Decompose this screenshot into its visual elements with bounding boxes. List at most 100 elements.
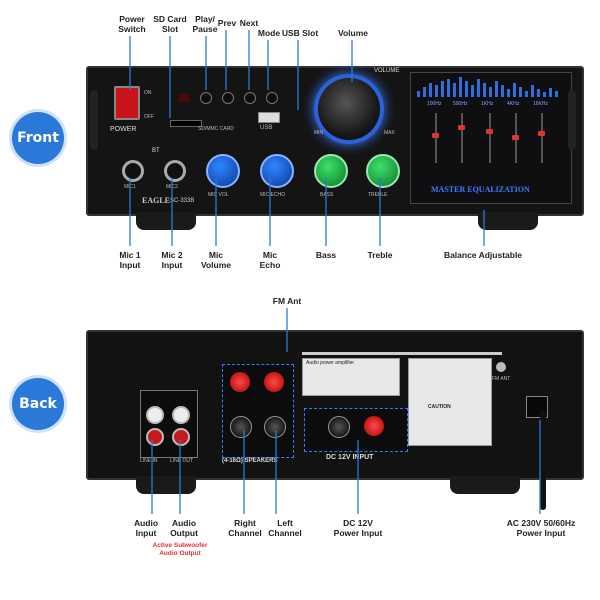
ac-power-cord xyxy=(540,410,546,510)
label-prev: Prev xyxy=(217,18,237,28)
power-text: POWER xyxy=(110,126,137,133)
active-subwoofer-note: Active Subwoofer Audio Output xyxy=(152,542,208,557)
equalizer-panel: 100Hz 500Hz 1KHz 4KHz 16KHz MASTER EQUAL… xyxy=(410,72,572,204)
line-out-jack-red[interactable] xyxy=(172,428,190,446)
foot-back-left xyxy=(136,476,196,494)
mic-echo-text: MIC ECHO xyxy=(260,192,285,198)
left-channel-red-post[interactable] xyxy=(264,372,284,392)
bass-knob[interactable] xyxy=(314,154,348,188)
label-mic-echo: Mic Echo xyxy=(259,250,281,270)
left-channel-black-post[interactable] xyxy=(264,416,286,438)
mic-vol-text: MIC VOL xyxy=(208,192,229,198)
right-channel-black-post[interactable] xyxy=(230,416,252,438)
label-fm-ant: FM Ant xyxy=(272,296,302,306)
label-audio-input: Audio Input xyxy=(133,518,159,538)
mic1-jack[interactable] xyxy=(122,160,144,182)
label-mode: Mode xyxy=(257,28,281,38)
on-text: ON xyxy=(144,90,152,96)
dc-input-block xyxy=(304,408,408,452)
sd-mmc-text: SD/MMC CARD xyxy=(198,126,234,132)
max-text: MAX xyxy=(384,130,395,136)
dc-negative-post[interactable] xyxy=(328,416,350,438)
line-in-text: LINE IN xyxy=(140,458,158,464)
ir-window xyxy=(178,94,190,102)
label-usb-slot: USB Slot xyxy=(281,28,319,38)
label-balance-adjustable: Balance Adjustable xyxy=(443,250,523,260)
front-badge: Front xyxy=(12,112,64,164)
volume-knob[interactable] xyxy=(318,78,380,140)
label-mic1-input: Mic 1 Input xyxy=(119,250,141,270)
label-treble: Treble xyxy=(367,250,393,260)
volume-text: VOLUME xyxy=(374,68,400,74)
fm-ant-connector[interactable] xyxy=(496,362,506,372)
eq-slider-1khz[interactable] xyxy=(486,129,493,134)
treble-knob[interactable] xyxy=(366,154,400,188)
dc-positive-post[interactable] xyxy=(364,416,384,436)
eq-band-label-2: 500Hz xyxy=(453,101,468,107)
brand-text: EAGLE xyxy=(142,196,171,205)
prev-button[interactable] xyxy=(222,92,234,104)
label-ac-input: AC 230V 50/60Hz Power Input xyxy=(506,518,576,538)
label-play-pause: Play/ Pause xyxy=(192,14,218,34)
fm-ant-text: FM ANT xyxy=(492,376,511,382)
right-channel-red-post[interactable] xyxy=(230,372,250,392)
label-power-switch: Power Switch xyxy=(118,14,146,34)
off-text: OFF xyxy=(144,114,154,120)
speakers-text: (4-16Ω) SPEAKERS xyxy=(222,458,278,464)
label-volume: Volume xyxy=(337,28,369,38)
mic-volume-knob[interactable] xyxy=(206,154,240,188)
back-badge: Back xyxy=(12,378,64,430)
usb-text: USB xyxy=(260,125,273,131)
foot-front-right xyxy=(478,212,538,230)
mic-echo-knob[interactable] xyxy=(260,154,294,188)
eq-band-label-3: 1KHz xyxy=(481,101,494,107)
rca-block xyxy=(140,390,198,458)
spec-title: Audio power amplifier xyxy=(306,360,355,366)
line-out-jack-white[interactable] xyxy=(172,406,190,424)
caution-text: CAUTION xyxy=(428,404,451,410)
sd-card-slot[interactable] xyxy=(170,120,202,127)
label-bass: Bass xyxy=(315,250,337,260)
eq-slider-4khz[interactable] xyxy=(512,135,519,140)
label-next: Next xyxy=(239,18,259,28)
line-in-jack-white[interactable] xyxy=(146,406,164,424)
label-right-channel: Right Channel xyxy=(228,518,262,538)
eq-slider-16khz[interactable] xyxy=(538,131,545,136)
caution-label xyxy=(408,358,492,446)
left-handle-front xyxy=(90,90,98,150)
fm-antenna-rod xyxy=(302,352,502,355)
label-sd-card-slot: SD Card Slot xyxy=(153,14,187,34)
treble-text: TREBLE xyxy=(368,192,388,198)
line-out-text: LINE OUT xyxy=(170,458,194,464)
label-left-channel: Left Channel xyxy=(268,518,302,538)
eq-title: MASTER EQUALIZATION xyxy=(431,185,530,194)
line-in-jack-red[interactable] xyxy=(146,428,164,446)
next-button[interactable] xyxy=(244,92,256,104)
right-handle-front xyxy=(568,90,576,150)
min-text: MIN xyxy=(314,130,324,136)
mic2-jack[interactable] xyxy=(164,160,186,182)
bass-text: BASS xyxy=(320,192,334,198)
label-dc-12v-input: DC 12V Power Input xyxy=(333,518,383,538)
mode-button[interactable] xyxy=(266,92,278,104)
eq-band-label-4: 4KHz xyxy=(507,101,520,107)
bt-text: BT xyxy=(152,148,160,154)
label-audio-output: Audio Output xyxy=(170,518,198,538)
model-text: SC-333B xyxy=(170,198,195,204)
foot-front-left xyxy=(136,212,196,230)
play-pause-button[interactable] xyxy=(200,92,212,104)
label-mic2-input: Mic 2 Input xyxy=(161,250,183,270)
dc-input-text: DC 12V INPUT xyxy=(326,454,374,461)
eq-band-label-1: 100Hz xyxy=(427,101,442,107)
eq-slider-500hz[interactable] xyxy=(458,125,465,130)
front-amplifier-panel: POWER ON OFF SD/MMC CARD USB VOLUME MIN … xyxy=(86,66,584,216)
back-amplifier-panel: LINE IN LINE OUT (4-16Ω) SPEAKERS Audio … xyxy=(86,330,584,480)
usb-slot[interactable] xyxy=(258,112,280,123)
eq-band-label-5: 16KHz xyxy=(533,101,549,107)
label-mic-volume: Mic Volume xyxy=(200,250,232,270)
power-switch[interactable] xyxy=(114,86,140,120)
foot-back-right xyxy=(450,476,520,494)
eq-slider-100hz[interactable] xyxy=(432,133,439,138)
spec-label xyxy=(302,358,400,396)
